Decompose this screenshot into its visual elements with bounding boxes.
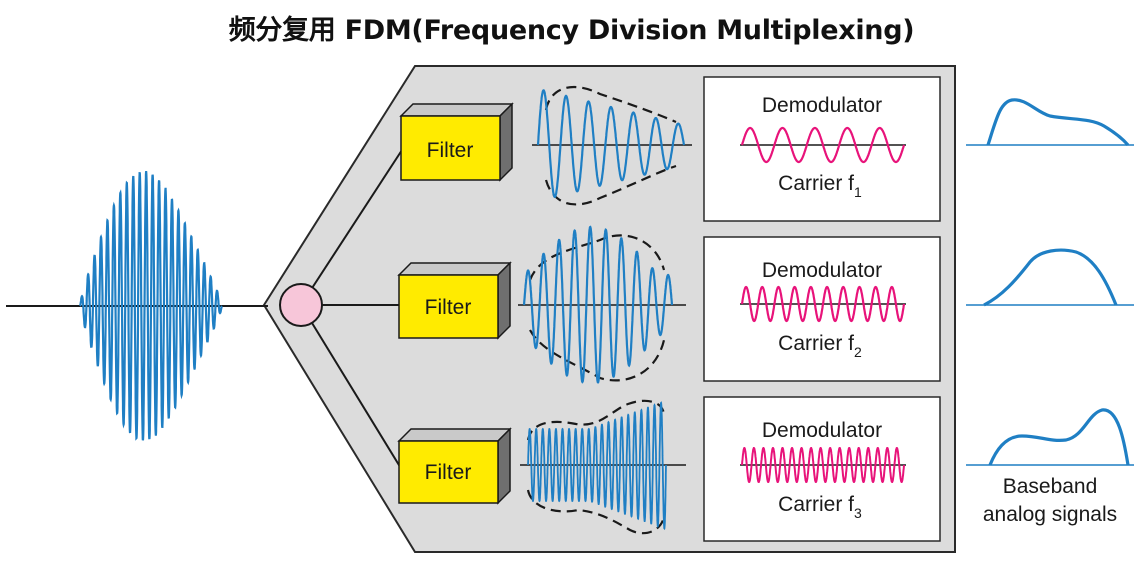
filter-block-1: Filter <box>399 102 514 182</box>
filter-block-2: Filter <box>397 261 512 340</box>
carrier-wave-3 <box>741 447 905 483</box>
filtered-signal-1 <box>532 85 692 206</box>
demodulator-box-1: Demodulator Carrier f1 <box>703 76 941 222</box>
carrier-wave-2 <box>740 285 906 323</box>
demodulator-box-3: Demodulator Carrier f3 <box>703 396 941 542</box>
junction-node <box>279 283 323 327</box>
filter-label-2: Filter <box>425 296 472 319</box>
carrier-label-2: Carrier f2 <box>778 332 862 360</box>
carrier-label-3: Carrier f3 <box>778 493 862 521</box>
baseband-signal-2 <box>966 248 1134 307</box>
filter-label-3: Filter <box>425 461 472 484</box>
filter-label-1: Filter <box>427 139 474 162</box>
output-label-line-1: Baseband <box>1003 475 1098 498</box>
branch-line-1 <box>300 149 403 306</box>
baseband-signal-1 <box>966 98 1134 147</box>
composite-fdm-signal <box>79 171 223 441</box>
filtered-signal-3 <box>520 399 686 535</box>
demodulator-title-1: Demodulator <box>762 94 882 117</box>
carrier-label-1: Carrier f1 <box>778 172 862 200</box>
demodulator-title-3: Demodulator <box>762 419 882 442</box>
baseband-signal-3 <box>966 408 1134 466</box>
output-label-line-2: analog signals <box>983 503 1117 526</box>
demodulator-title-2: Demodulator <box>762 259 882 282</box>
demodulator-box-2: Demodulator Carrier f2 <box>703 236 941 382</box>
filtered-signal-2 <box>518 225 686 384</box>
filter-block-3: Filter <box>397 427 512 505</box>
diagram-title: 频分复用 FDM(Frequency Division Multiplexing… <box>228 15 915 46</box>
branch-line-3 <box>300 304 403 471</box>
carrier-wave-1 <box>740 126 906 164</box>
